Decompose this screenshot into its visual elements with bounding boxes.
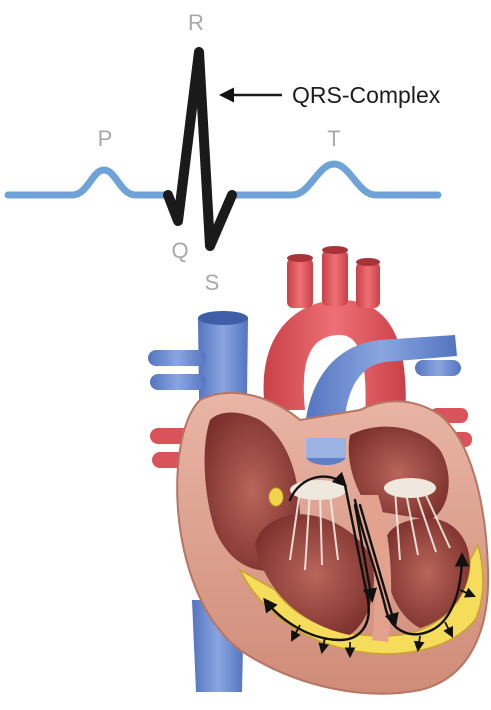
ecg-waveform: R P T Q S QRS-Complex [8, 10, 441, 295]
tricuspid-valve [290, 480, 346, 500]
r-wave-label: R [188, 10, 204, 35]
heart-illustration [148, 246, 488, 694]
vena-cava-opening [198, 311, 248, 325]
qrs-callout: QRS-Complex [222, 82, 441, 108]
p-wave-label: P [98, 126, 113, 151]
mitral-valve [384, 478, 436, 498]
q-wave-label: Q [171, 238, 188, 263]
sinoatrial-node [269, 488, 283, 506]
t-wave-label: T [327, 126, 340, 151]
pulmonary-branch [415, 360, 461, 376]
qrs-complex-label: QRS-Complex [292, 82, 441, 108]
qrs-complex-trace [168, 52, 232, 246]
aortic-root-wall [306, 438, 346, 458]
ecg-baseline [8, 164, 438, 195]
s-wave-label: S [205, 270, 220, 295]
